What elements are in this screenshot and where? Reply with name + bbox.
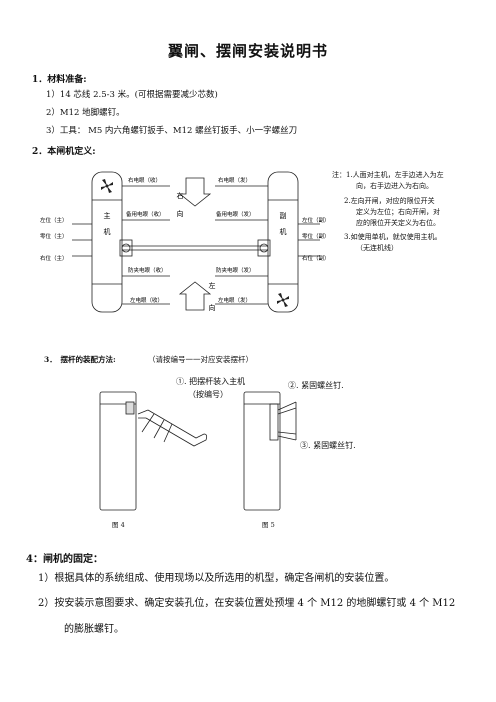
callout-2: ②. 紧固螺丝钉.	[288, 381, 344, 390]
left-arrow-char-1: 左	[209, 281, 216, 290]
master-char-top: 主	[104, 211, 111, 220]
note-line-6: 3.如使用单机，就仅使用主机。	[344, 233, 442, 241]
section2-heading: 2．本闸机定义:	[32, 147, 96, 157]
figure-4-diagram	[99, 391, 208, 511]
label-right-eye-send: 右电眼（发）	[218, 176, 251, 184]
page-title: 翼闸、摆闸安装说明书	[167, 42, 328, 60]
label-zero-pos-slave: 零位（副）	[302, 232, 330, 240]
section3-subtitle: （请按编号一一对应安装摆杆）	[148, 355, 253, 364]
note-line-2: 向，右手边进入为右向。	[356, 182, 433, 190]
left-arrow-char-2: 向	[209, 303, 216, 312]
material-item-2: 2）M12 地脚螺钉。	[46, 108, 125, 118]
right-arrow-char-1: 右	[177, 191, 184, 200]
label-anti-eye-send: 防夹电眼（发）	[216, 266, 255, 274]
slave-char-top: 副	[280, 211, 287, 220]
label-zero-pos-master: 零位（主）	[40, 232, 68, 240]
label-left-pos-slave: 左位（副）	[302, 216, 330, 224]
label-spare-eye-send: 备用电眼（发）	[216, 210, 255, 218]
master-char-bottom: 机	[104, 227, 111, 236]
note-line-7: （无连机线）	[356, 244, 398, 252]
label-left-eye-send: 左电眼（发）	[218, 296, 251, 304]
note-line-4: 定义为左位；右向开闸，对	[356, 208, 440, 216]
section3-heading: 3． 摆杆的装配方法:	[44, 355, 116, 364]
label-right-pos-slave: 右位（副）	[302, 254, 330, 262]
fan-icon-master	[101, 179, 113, 193]
label-right-pos-master: 右位（主）	[40, 254, 68, 262]
fixing-item-2-cont: 的膨胀螺钉。	[64, 624, 124, 635]
master-housing	[91, 171, 123, 313]
left-direction-arrow	[178, 281, 212, 311]
label-left-pos-master: 左位（主）	[40, 216, 68, 224]
fixing-item-2: 2）按安装示意图要求、确定安装孔位，在安装位置处预埋 4 个 M12 的地脚螺钉…	[38, 598, 456, 609]
label-anti-eye-recv: 防夹电眼（收）	[128, 266, 167, 274]
material-item-1: 1）14 芯线 2.5-3 米。(可根据需要减少芯数)	[46, 90, 218, 100]
note-line-3: 2.左向开闸，对应的限位开关	[344, 197, 435, 205]
figure-4-caption: 图 4	[112, 521, 125, 529]
material-item-3: 3）工具： M5 内六角螺钉扳手、M12 螺丝钉扳手、小一字螺丝刀	[46, 126, 298, 136]
right-direction-arrow	[178, 177, 212, 207]
callout-3: ③. 紧固螺丝钉.	[300, 441, 356, 450]
callout-1b: （按编号）	[188, 390, 228, 399]
figure-5-diagram	[243, 391, 297, 511]
gate-definition-diagram: 主 机 副 机 右 向 左 向 右电眼（收） 右电眼（发） 备用电眼（收） 备用…	[40, 171, 330, 313]
label-right-eye-recv: 右电眼（收）	[128, 176, 161, 184]
label-left-eye-recv: 左电眼（收）	[130, 296, 163, 304]
slave-char-bottom: 机	[280, 227, 287, 236]
slave-housing	[267, 171, 299, 313]
fixing-item-1: 1）根据具体的系统组成、使用现场以及所选用的机型，确定各闸机的安装位置。	[38, 573, 395, 584]
right-arrow-char-2: 向	[177, 209, 184, 218]
section1-heading: 1．材料准备:	[32, 75, 87, 85]
figure-5-caption: 图 5	[262, 521, 275, 529]
callout-1a: ①. 把摆杆装入主机	[176, 377, 246, 386]
label-spare-eye-recv: 备用电眼（收）	[126, 210, 165, 218]
section4-heading: 4：闸机的固定：	[26, 554, 103, 565]
note-line-1: 注：1.人面对主机，左手边进入为左	[332, 171, 444, 179]
note-line-5: 应的限位开关定义为右位。	[356, 219, 440, 227]
fan-icon-slave	[277, 293, 289, 307]
